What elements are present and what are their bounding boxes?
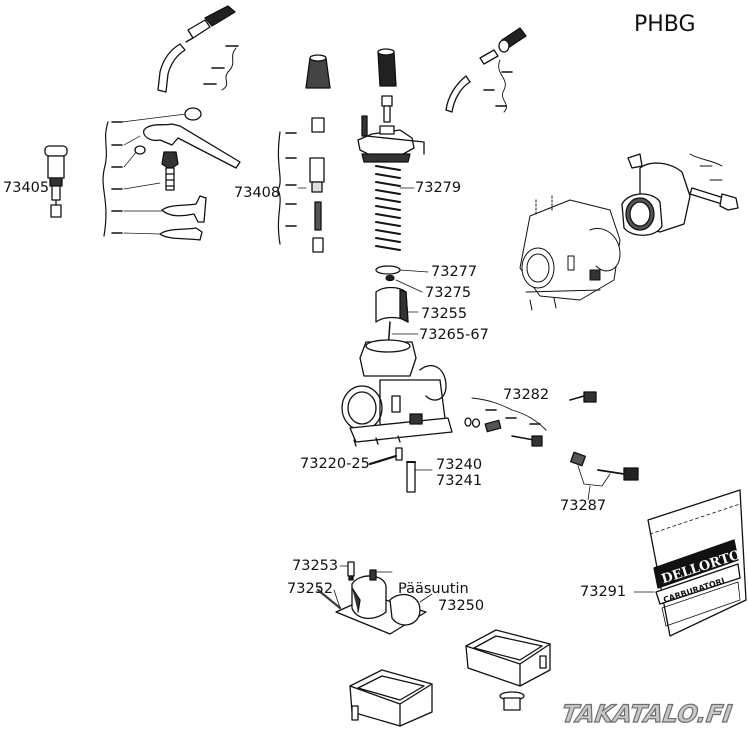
cable-adjuster-left bbox=[157, 5, 239, 93]
watermark: TAKATALO.FI bbox=[559, 699, 734, 728]
part-label-73279: 73279 bbox=[415, 180, 462, 196]
part-label-73253: 73253 bbox=[292, 558, 339, 574]
part-label-73275: 73275 bbox=[425, 285, 472, 301]
part-label-73282: 73282 bbox=[503, 387, 550, 403]
pilot-jet-and-tube bbox=[368, 447, 433, 493]
part-label-73220-25: 73220-25 bbox=[300, 456, 370, 472]
part-label-73250: 73250 bbox=[438, 598, 485, 614]
part-73250-float bbox=[335, 569, 433, 635]
choke-lever-assembly bbox=[102, 107, 241, 241]
part-label-73252: 73252 bbox=[287, 581, 334, 597]
part-73287-screw-spring bbox=[570, 451, 639, 501]
part-label-73405: 73405 bbox=[3, 180, 50, 196]
part-label-73241: 73241 bbox=[436, 473, 483, 489]
part-label-73408: 73408 bbox=[234, 185, 281, 201]
diagram-title: PHBG bbox=[634, 12, 696, 37]
part-73282-screws bbox=[464, 391, 597, 447]
float-bowl-left bbox=[349, 669, 433, 727]
part-label-main-jet: Pääsuutin bbox=[398, 581, 469, 597]
top-cover-assembly bbox=[357, 48, 425, 163]
part-label-73287: 73287 bbox=[560, 498, 607, 514]
part-label-73277: 73277 bbox=[431, 264, 478, 280]
part-73405-choke-plunger bbox=[44, 145, 68, 218]
part-label-73291: 73291 bbox=[580, 584, 627, 600]
slide-assembly bbox=[375, 265, 429, 351]
part-73408-assembly bbox=[277, 54, 331, 253]
part-73279-spring bbox=[375, 165, 415, 251]
carburettor-body bbox=[341, 339, 453, 447]
part-label-73240: 73240 bbox=[436, 457, 483, 473]
float-bowl-right bbox=[465, 629, 551, 711]
float-needle-and-pin bbox=[316, 561, 355, 610]
part-label-73265-67: 73265-67 bbox=[419, 327, 489, 343]
carburettor-assembled bbox=[519, 195, 621, 311]
cable-adjuster-right bbox=[445, 27, 527, 113]
intake-manifold-bolt bbox=[621, 153, 739, 236]
part-73291-parts-bag bbox=[633, 489, 747, 637]
part-label-73255: 73255 bbox=[421, 306, 468, 322]
